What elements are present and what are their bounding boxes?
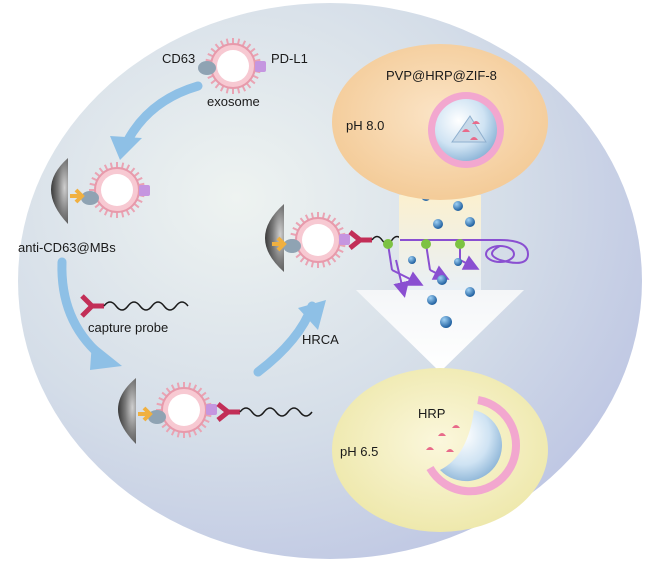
magnetic-bead-1: [51, 158, 68, 224]
hrca-label: HRCA: [302, 332, 339, 347]
vesicle-spike: [225, 87, 230, 94]
vesicle-spike: [292, 226, 299, 232]
arrow-hrca-head: [298, 300, 326, 330]
arrow-capture-exosome-head: [110, 136, 142, 160]
vesicle-spike: [337, 248, 344, 254]
vesicle-spike: [125, 209, 131, 216]
vesicle-spike: [94, 171, 101, 178]
vesicle-spike: [245, 82, 252, 89]
capture-probe-label: capture probe: [88, 320, 168, 335]
pdl1-label: PD-L1: [271, 51, 308, 66]
hrca-products: [383, 239, 530, 294]
hrp-label: HRP: [418, 406, 445, 421]
cd63-protein-top: [198, 61, 216, 75]
exosome-bead-1: [70, 167, 150, 213]
pvp-hrp-zif8-label: PVP@HRP@ZIF-8: [386, 68, 497, 83]
vesicle-spike: [252, 52, 259, 58]
background-ellipse: [18, 3, 642, 559]
exosome-bead-2: [138, 387, 313, 433]
vesicle-spike: [89, 182, 96, 187]
dissolved-zif8-particle: [426, 396, 520, 496]
ph-low-label: pH 6.5: [340, 444, 378, 459]
magnetic-bead-3: [265, 204, 284, 272]
vesicle-spike: [245, 43, 252, 50]
vesicle-spike: [94, 202, 101, 209]
vesicle-spike: [207, 74, 214, 80]
capture-probe: [80, 294, 189, 318]
anti-cd63-mbs-label: anti-CD63@MBs: [18, 240, 116, 255]
vesicle-spike: [214, 43, 221, 50]
pdl1-protein-top: [255, 61, 266, 72]
exosome-top: [198, 43, 266, 89]
ph-high-label: pH 8.0: [346, 118, 384, 133]
vesicle-spike: [207, 52, 214, 58]
vesicle-spike: [136, 198, 143, 204]
vesicle-spike: [170, 384, 176, 391]
arrow-capture-exosome: [123, 81, 203, 145]
vesicle-spike: [192, 429, 198, 436]
exosome-label: exosome: [207, 94, 260, 109]
vesicle-spike: [170, 429, 176, 436]
vesicle-spike: [103, 164, 109, 171]
vesicle-spike: [125, 164, 131, 171]
magnetic-bead-2: [118, 378, 136, 444]
zif8-particle: [428, 92, 504, 168]
arrow-probe-binding-head: [90, 342, 122, 370]
vesicle-spike: [252, 74, 259, 80]
cd63-label: CD63: [162, 51, 195, 66]
vesicle-spike: [103, 209, 109, 216]
vesicle-spike: [236, 87, 241, 94]
vesicle-spike: [214, 82, 221, 89]
vesicle-spike: [136, 176, 143, 182]
release-arrow-head: [356, 290, 524, 372]
exosome-bead-3: [272, 217, 403, 263]
vesicle-spike: [337, 226, 344, 232]
vesicle-spike: [192, 384, 198, 391]
